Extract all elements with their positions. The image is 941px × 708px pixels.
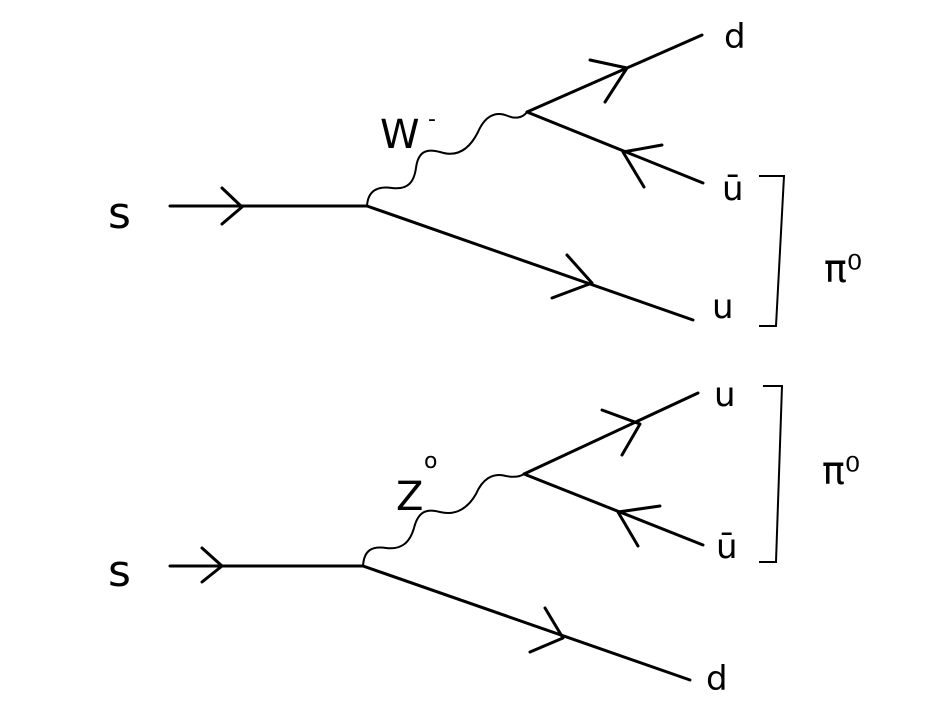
top-ubar-line: [525, 110, 705, 185]
top-boson-charge: -: [428, 107, 436, 132]
top-boson-line: [366, 111, 528, 207]
bottom-d-label: d: [706, 659, 728, 699]
bottom-boson-label: Z: [396, 474, 423, 520]
top-spectator-arrow: [550, 253, 594, 300]
bottom-ubar-label: ū: [716, 527, 738, 567]
top-ubar-arrow: [621, 143, 664, 189]
bottom-boson-line: [362, 473, 525, 567]
top-u-label: u: [712, 287, 734, 327]
top-incoming-arrow: [220, 186, 244, 226]
top-pion-bracket: [759, 175, 786, 327]
top-d-label: d: [724, 17, 746, 57]
top-d-line: [525, 33, 704, 114]
bottom-ubar-line: [522, 472, 705, 547]
top-ubar-label: ū: [722, 169, 744, 209]
top-boson-label: W: [380, 112, 420, 158]
bottom-spectator-line: [361, 564, 692, 682]
bottom-pion-bracket: [759, 385, 784, 563]
top-d-arrow: [588, 58, 629, 104]
bottom-boson-charge: o: [424, 449, 437, 474]
diagram-top: s W - d ū u π⁰: [108, 17, 862, 327]
diagram-bottom: s Z o u ū d π⁰: [108, 375, 860, 699]
bottom-incoming-arrow: [200, 546, 224, 584]
bottom-ubar-arrow: [616, 504, 662, 548]
top-spectator-line: [365, 204, 695, 322]
bottom-u-label: u: [714, 375, 736, 415]
bottom-incoming-label: s: [108, 546, 131, 597]
bottom-u-arrow: [600, 408, 642, 457]
top-pion-label: π⁰: [824, 247, 862, 291]
bottom-pion-label: π⁰: [822, 449, 860, 493]
bottom-spectator-arrow: [528, 606, 565, 654]
bottom-u-line: [522, 391, 700, 476]
top-incoming-label: s: [108, 188, 131, 239]
